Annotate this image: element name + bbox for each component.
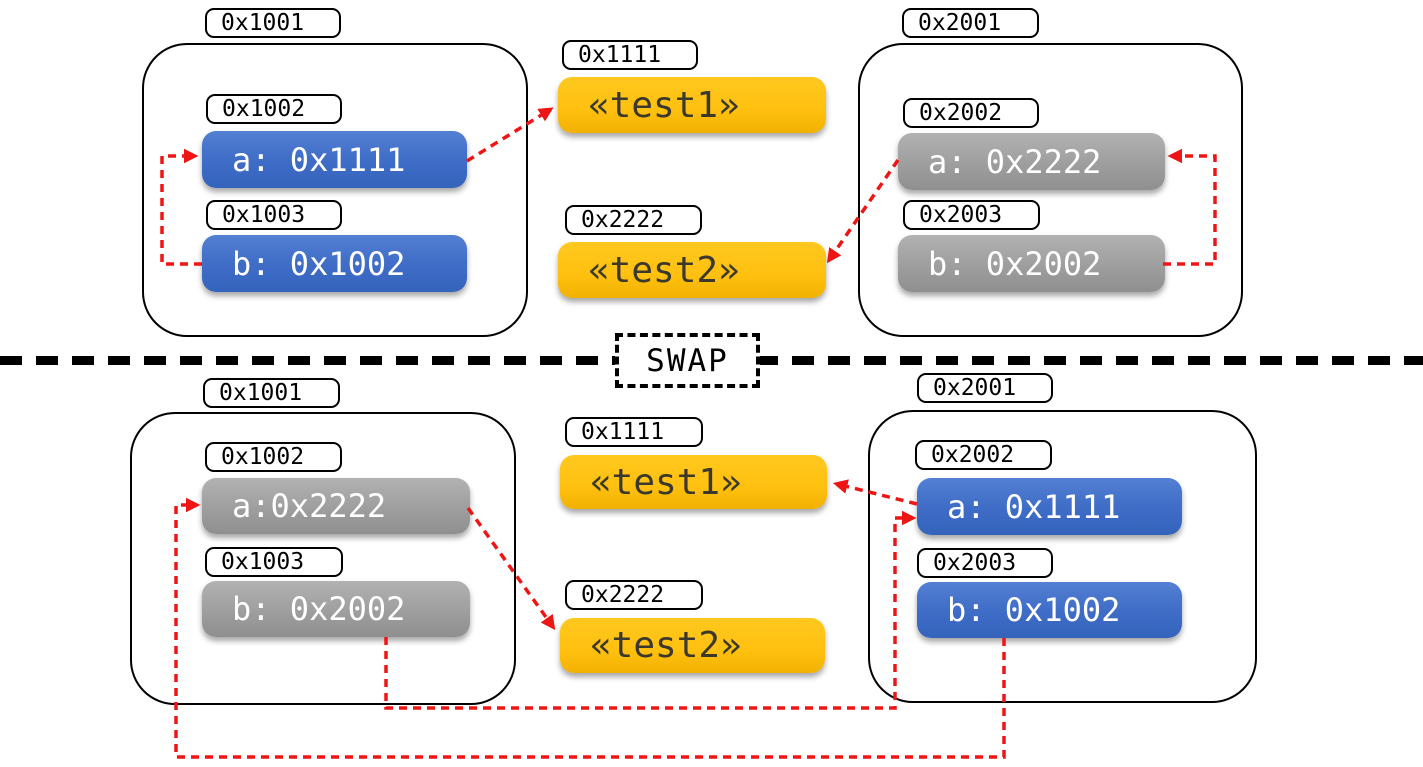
stack-frame-top-left [142,43,528,337]
address-tag: 0x1111 [565,417,703,447]
swap-label: SWAP [615,333,760,388]
address-tag: 0x1002 [206,94,342,124]
address-tag: 0x2002 [915,440,1052,470]
address-tag: 0x2001 [917,373,1053,403]
address-tag: 0x2003 [917,548,1053,578]
variable-box-a: a: 0x1111 [202,131,467,188]
heap-object-test1: «test1» [560,455,827,509]
address-tag: 0x2002 [903,98,1039,128]
variable-box-a: a:0x2222 [202,478,470,534]
variable-box-b: b: 0x1002 [917,582,1182,638]
heap-object-test2: «test2» [560,618,825,673]
variable-box-a: a: 0x1111 [917,478,1182,535]
address-tag: 0x1001 [205,8,341,38]
address-tag: 0x1003 [206,200,342,230]
variable-box-b: b: 0x1002 [202,235,467,292]
address-tag: 0x2003 [903,200,1040,230]
address-tag: 0x1003 [205,547,343,577]
variable-box-a: a: 0x2222 [898,133,1165,190]
variable-box-b: b: 0x2002 [898,235,1165,292]
heap-object-test2: «test2» [558,242,826,298]
address-tag: 0x2222 [565,580,703,610]
heap-object-test1: «test1» [558,77,826,133]
address-tag: 0x1001 [203,378,340,408]
variable-box-b: b: 0x2002 [202,581,470,637]
address-tag: 0x1111 [562,40,698,70]
stack-frame-top-right [858,43,1243,337]
address-tag: 0x1002 [205,442,342,472]
address-tag: 0x2001 [902,8,1039,38]
address-tag: 0x2222 [565,205,702,235]
